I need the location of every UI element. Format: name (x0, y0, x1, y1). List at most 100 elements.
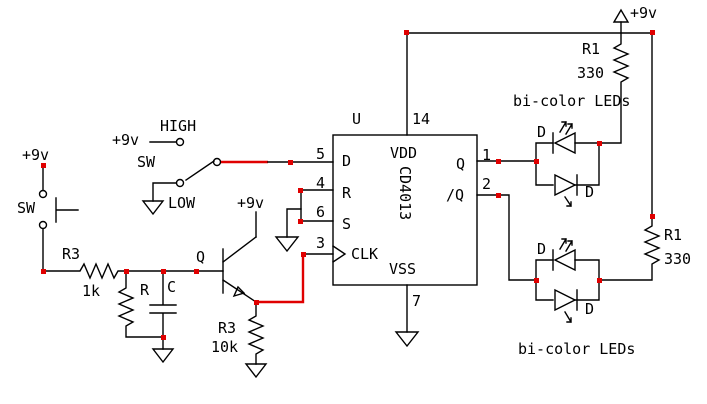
input-rc-network: R3 1k R C (42, 245, 197, 364)
r1-top-value: 330 (577, 64, 604, 82)
junction-dot (597, 278, 602, 283)
chip-part-number: CD4013 (396, 166, 414, 220)
pin-clk-number: 3 (316, 234, 325, 252)
junction-dot (298, 188, 303, 193)
top-led-label: bi-color LEDs (513, 92, 630, 110)
pin-d-number: 5 (316, 145, 325, 163)
r1-right-name: R1 (664, 226, 682, 244)
r-bleed-name: R (140, 281, 150, 299)
r3-emitter-value: 10k (211, 338, 238, 356)
led-bottom-upper-icon (552, 248, 576, 272)
r3-emitter-zigzag-icon (247, 301, 265, 365)
junction-dot (124, 269, 129, 274)
bottom-led-label: bi-color LEDs (518, 340, 635, 358)
top-led-pair: bi-color LEDs D D (513, 92, 630, 207)
pin-clk-name: CLK (351, 245, 378, 263)
junction-dot (194, 269, 199, 274)
toggle-name: SW (137, 153, 156, 171)
junction-dot (534, 159, 539, 164)
junction-dot (650, 30, 655, 35)
led-bottom-upper-rays (559, 238, 573, 252)
junction-dot (288, 160, 293, 165)
transistor-supply-label: +9v (237, 194, 264, 212)
chip-unit-label: U (352, 110, 361, 128)
cd4013-chip: U CD4013 14 VDD 5 D 4 R 6 S 3 CLK VSS 7 … (316, 110, 491, 310)
pin-nq-name: /Q (446, 186, 464, 204)
rs-ground-icon (274, 236, 300, 253)
vss-ground-icon (394, 331, 420, 348)
junction-dot (41, 163, 46, 168)
r1-right-resistor: R1 330 (598, 215, 691, 281)
transistor-emitter-icon (222, 279, 257, 303)
r3-input-zigzag-icon (42, 262, 197, 280)
junction-dot (161, 335, 166, 340)
pushbutton-name: SW (17, 199, 36, 217)
r-bleed-zigzag-icon (117, 270, 164, 338)
r1-right-zigzag-icon (598, 215, 661, 281)
toggle-switch: HIGH +9v SW LOW (112, 117, 291, 216)
pin-nq-number: 2 (482, 175, 491, 193)
top-supply-arrow-icon (612, 8, 630, 23)
r1-top-resistor: R1 330 (577, 32, 630, 144)
transistor-collector-icon (222, 236, 257, 263)
pushbutton-plunger-icon (55, 197, 79, 223)
junction-dot (254, 300, 259, 305)
junction-dot (41, 269, 46, 274)
toggle-low-ground-icon (141, 200, 165, 216)
pin-vss-number: 7 (412, 292, 421, 310)
pin-s-number: 6 (316, 203, 325, 221)
chip-pin-wires (286, 32, 537, 333)
toggle-lever-icon (185, 160, 215, 181)
junction-dot (298, 219, 303, 224)
pushbutton-bottom-contact-icon (38, 220, 48, 230)
junction-dot (404, 30, 409, 35)
junction-dot (597, 141, 602, 146)
junction-dot (161, 269, 166, 274)
led-top-upper-rays (559, 121, 573, 135)
r3-input-name: R3 (62, 245, 80, 263)
top-supply-label: +9v (630, 4, 657, 22)
rs-ground-wire (286, 208, 302, 238)
capacitor-icon (149, 270, 177, 350)
chip-body (332, 134, 478, 286)
toggle-low-label: LOW (168, 194, 196, 212)
r3-input-value: 1k (82, 282, 100, 300)
junction-dot (650, 214, 655, 219)
led-d3-label: D (537, 240, 546, 258)
led-bottom-lower-icon (554, 288, 578, 312)
pushbutton-top-contact-icon (38, 189, 48, 199)
toggle-low-contact-icon (175, 178, 185, 188)
pin-vss-name: VSS (389, 260, 416, 278)
led-d2-label: D (585, 183, 594, 201)
r3-emitter-ground-icon (244, 363, 268, 379)
junction-dots (41, 30, 655, 340)
junction-dot (301, 252, 306, 257)
pin-d-name: D (342, 152, 351, 170)
transistor-name: Q (196, 248, 205, 266)
led-top-lower-rays (564, 196, 572, 207)
r3-emitter-name: R3 (218, 319, 236, 337)
led-top-upper-icon (552, 131, 576, 155)
pin-vdd-name: VDD (390, 144, 417, 162)
pin-s-name: S (342, 215, 351, 233)
pin-q-number: 1 (482, 146, 491, 164)
pin-vdd-number: 14 (412, 110, 430, 128)
pushbutton-supply-label: +9v (22, 146, 49, 164)
transistor-emitter-arrow-icon (232, 285, 246, 298)
pin-nq-wire (476, 194, 537, 281)
toggle-high-label: HIGH (160, 117, 196, 135)
capacitor-name: C (167, 278, 176, 296)
bottom-led-pair: bi-color LEDs D D (518, 238, 635, 358)
rc-ground-icon (151, 348, 175, 364)
led-bottom-lower-rays (564, 311, 572, 323)
toggle-supply-label: +9v (112, 131, 139, 149)
pin-r-name: R (342, 184, 352, 202)
led-d1-label: D (537, 123, 546, 141)
led-d4-label: D (585, 300, 594, 318)
r1-top-name: R1 (582, 40, 600, 58)
pushbutton-switch: +9v SW (17, 146, 79, 272)
toggle-high-contact-icon (175, 137, 185, 147)
top-supply: +9v (406, 4, 657, 217)
led-top-lower-icon (554, 173, 578, 197)
